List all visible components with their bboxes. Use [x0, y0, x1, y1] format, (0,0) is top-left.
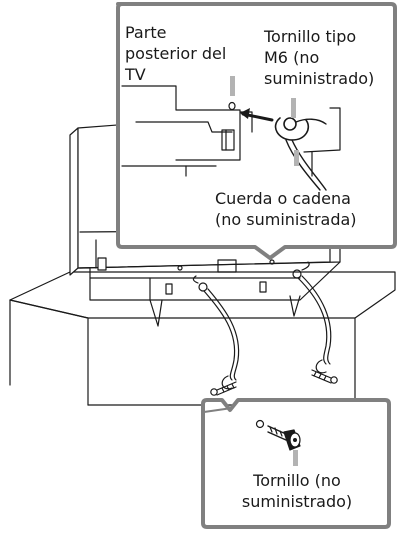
- cord-label-line-2: (no suministrada): [215, 210, 357, 229]
- back-label-line-3: TV: [125, 65, 146, 84]
- back-label: Parte posterior del TV: [125, 22, 226, 85]
- callout-top-zoom: [121, 85, 341, 191]
- table-screw-label: Tornillo (no suministrado): [213, 470, 381, 512]
- cords-and-screws: [192, 261, 332, 390]
- table-screw-label-line-2: suministrado): [241, 492, 353, 511]
- callout-top-box: [116, 2, 397, 260]
- screw-label: Tornillo tipo M6 (no suministrado): [264, 26, 374, 89]
- back-label-line-2: posterior del: [125, 44, 227, 63]
- callout-bottom-screw: [255, 419, 301, 451]
- cord-label-line-1: Cuerda o cadena: [215, 189, 351, 208]
- cord-label: Cuerda o cadena (no suministrada): [215, 188, 357, 230]
- table-screws: [210, 369, 338, 396]
- callout-top-highlights: [230, 76, 299, 166]
- screw-label-line-1: Tornillo tipo: [264, 27, 357, 46]
- screw-label-line-2: M6 (no: [264, 48, 320, 67]
- table: [9, 271, 396, 406]
- callout-bottom-highlight: [293, 450, 298, 466]
- table-screw-label-line-1: Tornillo (no: [253, 471, 341, 490]
- screw-label-line-3: suministrado): [264, 69, 375, 88]
- back-label-line-1: Parte: [125, 23, 167, 42]
